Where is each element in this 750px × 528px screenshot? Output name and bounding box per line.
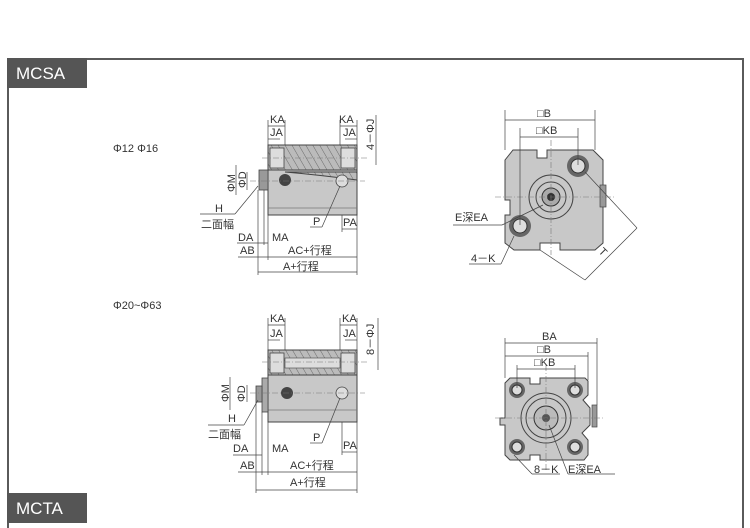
dim-k: 8－K (534, 464, 559, 476)
dim-a: A+行程 (283, 260, 319, 273)
dim-ma: MA (272, 232, 289, 244)
dim-d: ΦD (236, 385, 248, 402)
dim-width-across: 二面幅 (208, 428, 241, 441)
dim-pa: PA (343, 217, 358, 229)
size-label-20-63: Φ20~Φ63 (113, 300, 162, 312)
dim-ja-right: JA (343, 328, 357, 340)
section-frame (7, 58, 744, 528)
dim-e: E深EA (455, 211, 489, 224)
dim-h: H (228, 413, 236, 425)
dim-ac: AC+行程 (288, 244, 332, 257)
dim-ka-left: KA (270, 313, 285, 325)
dim-ma: MA (272, 443, 289, 455)
drawings: KA KA JA JA 4－ΦJ ΦM ΦD H 二面幅 DA MA AB AC… (200, 108, 638, 493)
dim-ja-left: JA (270, 328, 284, 340)
dim-ka-right: KA (342, 313, 357, 325)
dim-kb: □KB (536, 125, 557, 137)
dim-b: □B (537, 108, 551, 120)
dim-ka-right: KA (339, 114, 354, 126)
dim-ab: AB (240, 245, 255, 257)
size-label-12-16: Φ12 Φ16 (113, 143, 159, 155)
dim-k: 4－K (471, 253, 496, 265)
front-view-12-16: □B □KB E深EA 4－K T (453, 108, 638, 281)
dim-pa: PA (343, 440, 358, 452)
dim-j: 4－ΦJ (365, 119, 377, 150)
dim-ja-right: JA (343, 127, 357, 139)
dim-d: ΦD (237, 171, 249, 188)
dim-h: H (215, 203, 223, 215)
dim-b: □B (537, 344, 551, 356)
hex-bolt-icon (279, 174, 291, 186)
dim-ja-left: JA (270, 127, 284, 139)
side-view-12-16: KA KA JA JA 4－ΦJ ΦM ΦD H 二面幅 DA MA AB AC… (200, 114, 377, 275)
dim-da: DA (233, 443, 249, 455)
dim-width-across: 二面幅 (201, 218, 234, 231)
dim-p: P (313, 432, 320, 444)
dim-a: A+行程 (290, 476, 326, 489)
side-view-20-63: KA KA JA JA 8－ΦJ ΦM ΦD H 二面幅 DA MA AB AC… (208, 313, 379, 493)
dim-ab: AB (240, 460, 255, 472)
dim-j: 8－ΦJ (365, 324, 377, 355)
front-view-20-63: BA □B □KB 8－K E深EA (495, 331, 615, 476)
dim-ba: BA (542, 331, 557, 343)
section-title-mcsa: MCSA (7, 58, 87, 88)
dim-e: E深EA (568, 463, 602, 476)
dim-ka-left: KA (270, 114, 285, 126)
dim-m: ΦM (226, 174, 238, 192)
dim-ac: AC+行程 (290, 459, 334, 472)
dim-m: ΦM (220, 384, 232, 402)
dim-kb: □KB (534, 357, 555, 369)
dim-da: DA (238, 232, 254, 244)
dim-p: P (313, 216, 320, 228)
